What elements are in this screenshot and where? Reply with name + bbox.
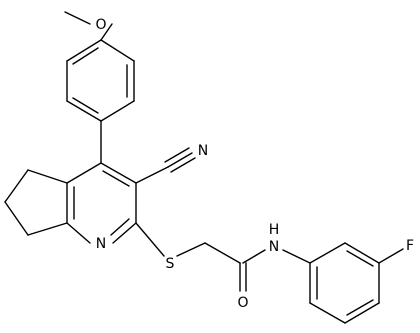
amide-hydrogen-label: H: [269, 222, 280, 238]
thioacetamide-chain: [135, 222, 311, 292]
nitrile-nitrogen-label: N: [198, 143, 208, 159]
thioether-sulfur-label: S: [166, 256, 175, 272]
pyridine-ring: [66, 162, 137, 244]
bond-oxygen-aryl: [100, 23, 113, 41]
methoxyphenyl-ring: [66, 39, 135, 122]
methoxy-oxygen-label: O: [95, 17, 106, 33]
amide-nitrogen-label: N: [269, 239, 279, 255]
fluorophenyl-ring: [309, 242, 404, 324]
carbonyl-oxygen-label: O: [237, 295, 248, 311]
bond-methyl-oxygen: [64, 11, 91, 25]
nitrile-group: [135, 147, 196, 184]
pyridine-nitrogen-label: N: [96, 236, 106, 252]
cyclopentane-ring: [4, 169, 68, 236]
fluorine-label: F: [406, 238, 414, 254]
